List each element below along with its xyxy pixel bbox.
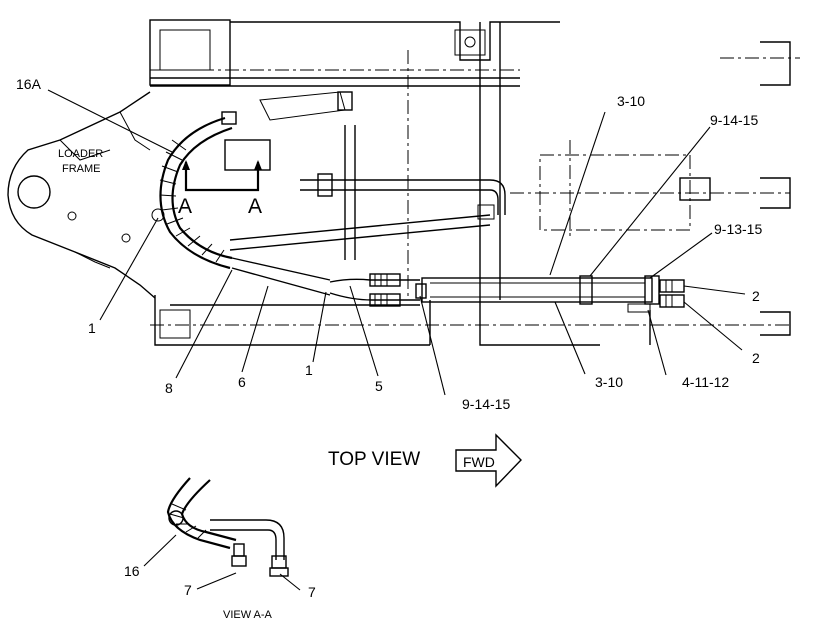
callout-6: 6 [238,374,246,390]
callout-16: 16 [124,563,140,579]
view-caption: TOP VIEW [328,449,420,470]
forward-arrow-icon: FWD [455,433,522,488]
callout-1-mid: 1 [305,362,313,378]
callout-2-upper: 2 [752,288,760,304]
lower-frame-rails [150,295,790,346]
callout-1-left: 1 [88,320,96,336]
callout-16A: 16A [16,76,42,92]
callout-8: 8 [165,380,173,396]
callout-5: 5 [375,378,383,394]
callout-9-14-15-top: 9-14-15 [710,112,758,128]
hydraulic-cylinder [415,275,685,313]
frame-label-line1: LOADER [58,148,103,160]
loader-frame [7,91,156,299]
callout-7-left: 7 [184,582,192,598]
callout-7-right: 7 [308,584,316,600]
callout-2-lower: 2 [752,350,760,366]
view-a-a-detail [166,477,289,577]
callout-9-14-15-bottom: 9-14-15 [462,396,510,412]
callout-9-13-15: 9-13-15 [714,221,762,237]
forward-arrow-label: FWD [463,454,495,470]
section-a-markers [182,160,262,192]
hose-runs [329,273,420,307]
frame-label-line2: FRAME [62,163,101,175]
section-marker-right: A [248,195,262,218]
upper-frame-rails [149,19,560,300]
right-side-outline [510,41,800,336]
section-marker-left: A [178,195,192,218]
coiled-hose-bundle [151,111,331,296]
middle-tubes [224,91,506,260]
view-a-a-caption: VIEW A-A [223,609,273,621]
callout-3-10-bottom: 3-10 [595,374,623,390]
leader-lines [47,89,746,591]
callout-4-11-12: 4-11-12 [682,374,729,390]
callout-3-10-top: 3-10 [617,93,645,109]
